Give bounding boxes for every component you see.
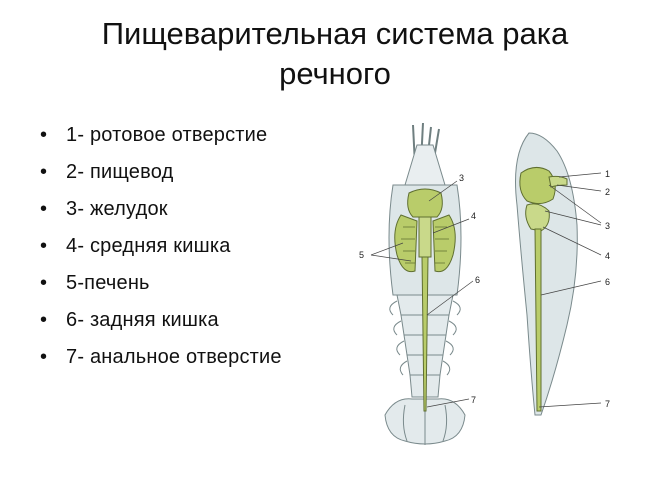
legend-item-3: 3- желудок: [40, 194, 340, 224]
lateral-label-4: 4: [605, 251, 610, 261]
dorsal-label-4: 4: [471, 211, 476, 221]
lateral-label-1: 1: [605, 169, 610, 179]
legend-item-6: 6- задняя кишка: [40, 305, 340, 335]
lateral-label-7: 7: [605, 399, 610, 409]
dorsal-label-3: 3: [459, 173, 464, 183]
lateral-label-6: 6: [605, 277, 610, 287]
lateral-label-2: 2: [605, 187, 610, 197]
lateral-label-3: 3: [605, 221, 610, 231]
legend-item-7: 7- анальное отверстие: [40, 342, 340, 372]
legend-item-4: 4- средняя кишка: [40, 231, 340, 261]
dorsal-label-6: 6: [475, 275, 480, 285]
dorsal-view: 3 4 5 6 7: [359, 122, 480, 445]
title-line-2: речного: [279, 56, 391, 91]
slide-title: Пищеварительная система рака речного: [0, 14, 670, 94]
crayfish-illustration: 3 4 5 6 7 1 2 3: [359, 122, 610, 445]
dorsal-label-7: 7: [471, 395, 476, 405]
legend-item-2: 2- пищевод: [40, 157, 340, 187]
lateral-view: 1 2 3 4 6 7: [515, 132, 610, 416]
title-line-1: Пищеварительная система рака: [101, 16, 569, 51]
dorsal-label-5: 5: [359, 250, 364, 260]
crayfish-digestive-figure: 3 4 5 6 7 1 2 3: [345, 115, 635, 450]
legend-item-5: 5-печень: [40, 268, 340, 298]
legend-list: 1- ротовое отверстие 2- пищевод 3- желуд…: [40, 120, 340, 379]
legend-item-1: 1- ротовое отверстие: [40, 120, 340, 150]
